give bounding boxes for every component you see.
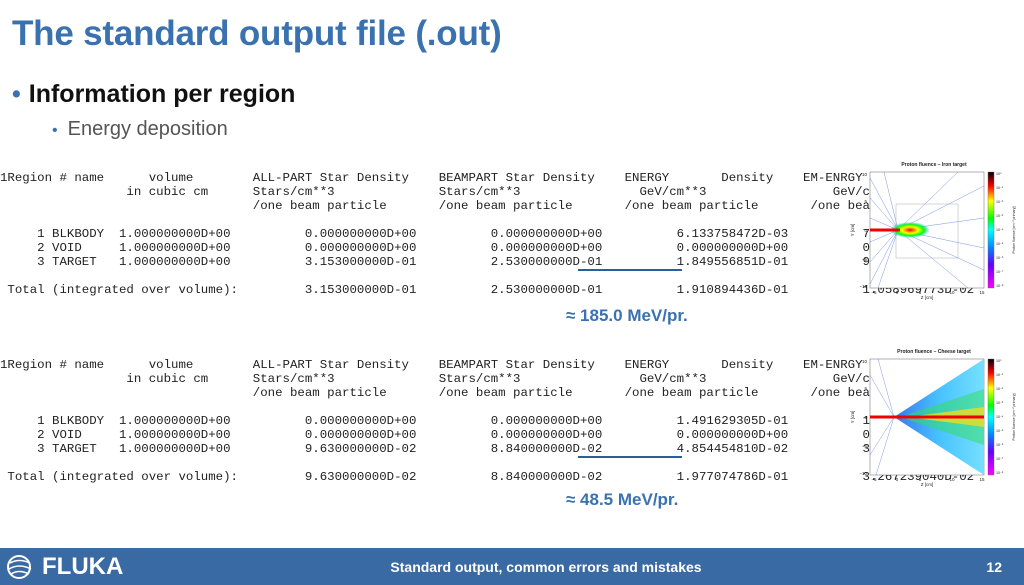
output-table-iron: 1Region # name volume ALL-PART Star Dens… xyxy=(0,171,975,297)
beam-line xyxy=(870,415,984,419)
colorbar xyxy=(987,358,995,476)
colorbar-tick: 10⁰ xyxy=(996,172,1002,176)
colorbar-tick: 10⁻⁸ xyxy=(996,471,1004,475)
bullet-dot: • xyxy=(12,80,21,108)
y-tick: −5 xyxy=(862,257,868,262)
x-tick: 0 xyxy=(896,477,899,482)
plot-title: Proton fluence – Iron target xyxy=(901,162,967,168)
footer-title: Standard output, common errors and mista… xyxy=(390,559,702,575)
fluka-logo-text: FLUKA xyxy=(42,553,124,580)
energy-approx-cheese: ≈ 48.5 MeV/pr. xyxy=(566,490,679,509)
colorbar-tick: 10⁻⁶ xyxy=(996,256,1004,260)
energy-approx-iron: ≈ 185.0 MeV/pr. xyxy=(566,306,688,325)
x-tick: 0 xyxy=(896,290,899,295)
x-tick: 10 xyxy=(949,477,955,482)
bullet-text: Energy deposition xyxy=(67,118,228,140)
y-tick: 0 xyxy=(864,415,867,420)
x-tick: 10 xyxy=(949,290,955,295)
y-tick: 10 xyxy=(862,359,868,364)
energy-underline xyxy=(578,269,682,271)
y-tick: 0 xyxy=(864,228,867,233)
fluka-logo-icon xyxy=(7,555,32,579)
x-tick: −5 xyxy=(871,290,877,295)
beam-line xyxy=(870,228,900,232)
y-axis-label: Y [cm] xyxy=(850,411,855,424)
colorbar-tick: 10⁻⁷ xyxy=(996,270,1004,274)
plot-title: Proton fluence – Cheese target xyxy=(897,349,971,355)
colorbar-tick: 10⁻⁴ xyxy=(996,415,1004,419)
proton-fluence-iron-plot: Proton fluence – Iron target −5 0 5 10 1… xyxy=(850,162,1016,300)
x-tick: 15 xyxy=(979,477,985,482)
colorbar-tick: 10⁻³ xyxy=(996,214,1004,218)
output-table-cheese: 1Region # name volume ALL-PART Star Dens… xyxy=(0,358,975,484)
energy-underline xyxy=(578,456,682,458)
bullet-information-per-region: •Information per region xyxy=(12,80,295,109)
bullet-dot: • xyxy=(52,122,58,139)
colorbar-tick: 10⁻² xyxy=(996,200,1004,204)
y-axis-label: Y [cm] xyxy=(850,224,855,237)
colorbar-tick: 10⁰ xyxy=(996,359,1002,363)
colorbar-label: Proton fluence [cm⁻² primary] xyxy=(1012,206,1016,253)
colorbar-tick: 10⁻² xyxy=(996,387,1004,391)
x-axis-label: Z [cm] xyxy=(921,482,934,487)
proton-fluence-cheese-plot: Proton fluence – Cheese target −5 0 5 10… xyxy=(850,349,1016,487)
fluence-hotspot xyxy=(890,222,930,238)
colorbar-tick: 10⁻⁷ xyxy=(996,457,1004,461)
y-tick: 10 xyxy=(862,172,868,177)
y-tick: −10 xyxy=(859,284,867,289)
x-tick: 5 xyxy=(919,290,922,295)
colorbar xyxy=(987,171,995,289)
colorbar-tick: 10⁻¹ xyxy=(996,186,1004,190)
particle-tracks xyxy=(869,358,895,476)
fluka-logo: FLUKA xyxy=(6,553,123,581)
y-tick: 5 xyxy=(864,386,867,391)
footer-bar: FLUKA Standard output, common errors and… xyxy=(0,548,1024,585)
y-tick: 5 xyxy=(864,199,867,204)
colorbar-tick: 10⁻⁸ xyxy=(996,284,1004,288)
colorbar-tick: 10⁻⁵ xyxy=(996,242,1004,246)
colorbar-tick: 10⁻⁶ xyxy=(996,443,1004,447)
x-axis-label: Z [cm] xyxy=(921,295,934,300)
colorbar-tick: 10⁻¹ xyxy=(996,373,1004,377)
x-tick: 5 xyxy=(919,477,922,482)
colorbar-tick: 10⁻⁴ xyxy=(996,228,1004,232)
slide-title: The standard output file (.out) xyxy=(12,14,502,53)
colorbar-label: Proton fluence [cm⁻² primary] xyxy=(1012,393,1016,440)
bullet-energy-deposition: • Energy deposition xyxy=(52,118,228,141)
page-number: 12 xyxy=(986,559,1002,575)
bullet-text: Information per region xyxy=(28,80,296,108)
x-tick: 15 xyxy=(979,290,985,295)
y-tick: −10 xyxy=(859,471,867,476)
x-tick: −5 xyxy=(871,477,877,482)
y-tick: −5 xyxy=(862,444,868,449)
colorbar-tick: 10⁻³ xyxy=(996,401,1004,405)
colorbar-tick: 10⁻⁵ xyxy=(996,429,1004,433)
